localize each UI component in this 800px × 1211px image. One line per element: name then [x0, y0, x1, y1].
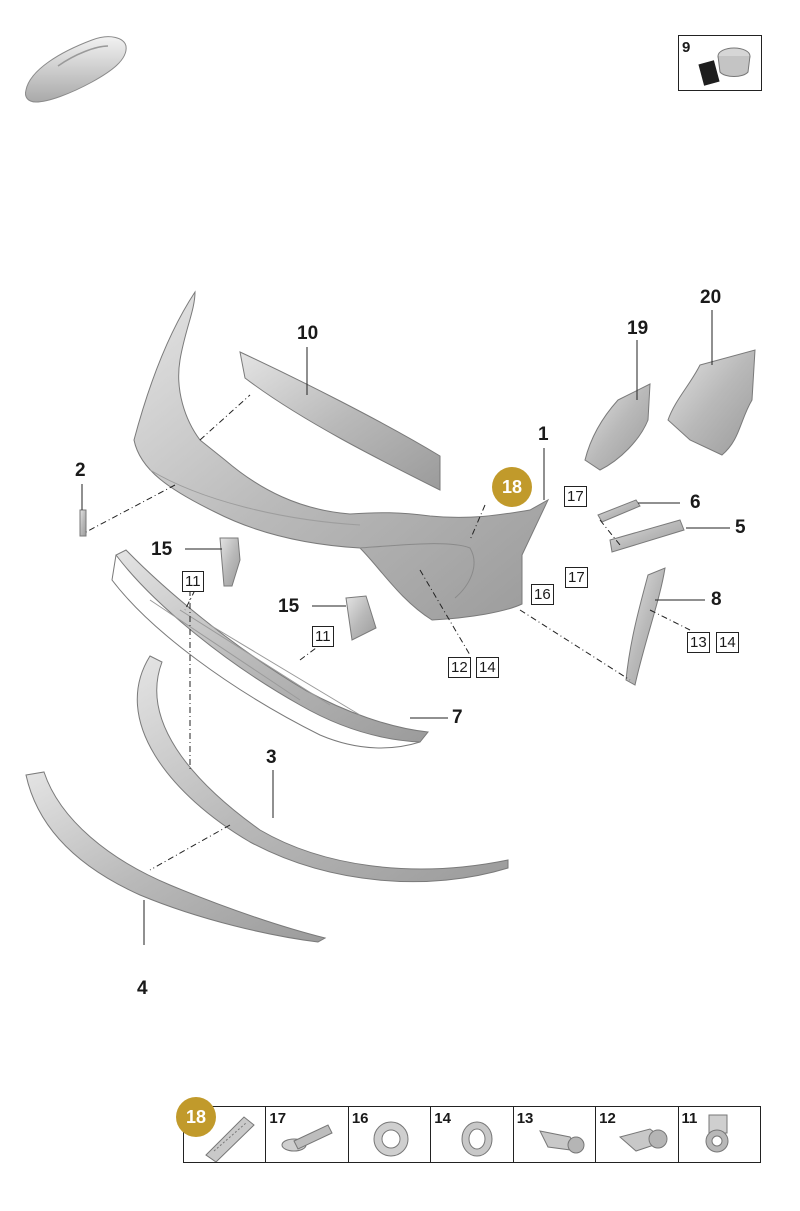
assembly-lines	[85, 394, 691, 871]
callout-19: 19	[627, 318, 649, 339]
part-6	[597, 499, 641, 523]
sensor-11-icon	[705, 1114, 729, 1153]
sensor-13-icon	[538, 1130, 585, 1154]
small-part-18[interactable]	[184, 1107, 265, 1162]
highlight-badge-18[interactable]: 18	[492, 467, 532, 507]
part-15-left	[219, 537, 241, 587]
small-part-14-label: 14	[434, 1110, 451, 1127]
small-part-11-label: 11	[681, 1110, 698, 1127]
small-part-13-label: 13	[516, 1110, 534, 1127]
callout-1: 1	[538, 424, 549, 445]
callout-7: 7	[452, 707, 463, 728]
part-20	[667, 349, 756, 456]
ref-box-17-lower: 17	[565, 567, 588, 588]
small-part-14[interactable]: 14	[430, 1107, 512, 1162]
ref-box-13: 13	[687, 632, 710, 653]
small-parts-strip: 17 16 14 13	[183, 1106, 761, 1163]
small-part-17-label: 17	[269, 1110, 287, 1127]
small-part-16-label: 16	[351, 1110, 369, 1127]
part-10	[239, 351, 441, 491]
callout-5: 5	[735, 517, 746, 538]
part-19	[584, 383, 651, 471]
part-2	[79, 509, 87, 537]
ref-box-17-upper: 17	[564, 486, 587, 507]
callout-15-right: 15	[278, 596, 300, 617]
part-15-right	[345, 595, 377, 641]
strip-badge-18: 18	[176, 1097, 216, 1137]
part-9-label: 9	[682, 39, 691, 56]
small-part-11[interactable]: 11	[677, 1107, 760, 1162]
callout-8: 8	[711, 589, 722, 610]
part-5	[609, 519, 685, 553]
callout-2: 2	[75, 460, 86, 481]
small-part-16[interactable]: 16	[347, 1107, 430, 1162]
ref-box-14-right: 14	[716, 632, 739, 653]
part-4	[25, 771, 327, 943]
part-9-icon	[698, 47, 751, 86]
small-part-13[interactable]: 13	[512, 1107, 595, 1162]
callout-3: 3	[266, 747, 277, 768]
clip-18-icon	[205, 1116, 255, 1162]
small-part-12[interactable]: 12	[595, 1107, 677, 1162]
part-9-box[interactable]: 9	[678, 35, 762, 91]
callout-4: 4	[137, 978, 148, 999]
callout-15-left: 15	[151, 539, 173, 560]
sensor-12-icon	[619, 1128, 668, 1152]
part-7-grille	[111, 549, 429, 749]
ref-box-14: 14	[476, 657, 499, 678]
ref-box-16: 16	[531, 584, 554, 605]
ref-box-11-left: 11	[182, 571, 204, 592]
part-3	[136, 655, 509, 883]
ref-box-12: 12	[448, 657, 471, 678]
ring-14-icon	[461, 1121, 493, 1157]
small-part-12-label: 12	[599, 1110, 616, 1127]
leader-lines	[81, 310, 730, 945]
screw-17-icon	[281, 1124, 334, 1152]
callout-10: 10	[297, 323, 319, 344]
ring-16-icon	[373, 1121, 409, 1157]
part-8	[625, 567, 666, 686]
callout-6: 6	[690, 492, 701, 513]
small-part-17[interactable]: 17	[265, 1107, 347, 1162]
ref-box-11-right: 11	[312, 626, 334, 647]
callout-20: 20	[700, 287, 722, 308]
vehicle-thumbnail	[25, 36, 127, 103]
